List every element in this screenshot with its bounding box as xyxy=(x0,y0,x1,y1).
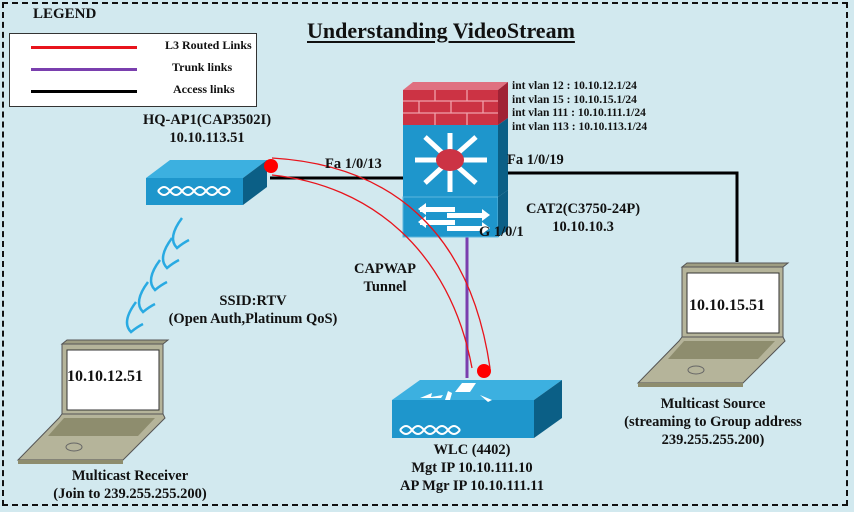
antenna-wave-icon xyxy=(157,186,231,196)
port-label-wlc: G 1/0/1 xyxy=(479,224,524,240)
vlan-interfaces: int vlan 12 : 10.10.12.1/24 int vlan 15 … xyxy=(512,80,647,134)
laptop-screen xyxy=(66,349,160,411)
ssid-details: (Open Auth,Platinum QoS) xyxy=(168,311,338,327)
port-label-source: Fa 1/0/19 xyxy=(507,152,564,168)
tunnel-line1: CAPWAP xyxy=(353,261,417,277)
source-label: Multicast Source (streaming to Group add… xyxy=(588,395,838,449)
legend: L3 Routed Links Trunk links Access links xyxy=(9,33,257,107)
legend-item-access: Access links xyxy=(10,82,256,100)
source-laptop[interactable] xyxy=(636,262,790,387)
laptop-lid-top xyxy=(680,262,790,268)
laptop-screen xyxy=(686,272,780,334)
wlc-name: WLC (4402) xyxy=(433,442,511,458)
firewall-top xyxy=(403,82,508,90)
ap-top xyxy=(146,160,267,178)
laptop-keyboard xyxy=(668,341,775,359)
touchpad-icon xyxy=(65,442,83,452)
tunnel-line2: Tunnel xyxy=(363,279,407,295)
source-name: Multicast Source xyxy=(660,396,766,412)
laptop-lid-top xyxy=(60,339,170,345)
switch-side xyxy=(498,118,508,197)
ssid-name: SSID:RTV xyxy=(219,293,287,309)
legend-item-trunk: Trunk links xyxy=(10,60,256,78)
receiver-name: Multicast Receiver xyxy=(71,468,189,484)
page-title: Understanding VideoStream xyxy=(307,18,575,43)
legend-swatch-trunk xyxy=(31,68,137,71)
receiver-ip: 10.10.12.51 xyxy=(67,368,143,385)
laptop-base-edge xyxy=(638,383,743,387)
wlc-arrows-icon xyxy=(420,383,492,402)
legend-title: LEGEND xyxy=(33,6,97,22)
wlc-label: WLC (4402) Mgt IP 10.10.111.10 AP Mgr IP… xyxy=(382,441,562,495)
touchpad-icon xyxy=(687,365,705,375)
wlc-mgt-ip: Mgt IP 10.10.111.10 xyxy=(411,460,533,476)
receiver-label: Multicast Receiver (Join to 239.255.255.… xyxy=(20,467,240,503)
legend-label: L3 Routed Links xyxy=(165,38,252,52)
wlc-device[interactable] xyxy=(392,380,562,438)
ap-ip: 10.10.113.51 xyxy=(169,130,245,146)
tunnel-label: CAPWAP Tunnel xyxy=(350,260,420,296)
wireless-signal-icon xyxy=(125,217,190,334)
vlan-line: int vlan 12 : 10.10.12.1/24 xyxy=(512,80,637,92)
switch-device[interactable] xyxy=(402,82,508,238)
port-label-ap: Fa 1/0/13 xyxy=(325,156,382,172)
tunnel-endpoint-ap xyxy=(264,159,278,173)
firewall-side xyxy=(498,82,508,125)
legend-swatch-access xyxy=(31,90,137,93)
legend-label: Trunk links xyxy=(172,60,233,74)
router-core-icon xyxy=(436,149,464,171)
switch-label: CAT2(C3750-24P) 10.10.10.3 xyxy=(508,200,658,236)
ap-side xyxy=(243,160,267,205)
tunnel-endpoint-wlc xyxy=(477,364,491,378)
laptop-base-edge xyxy=(18,460,123,464)
wlc-side xyxy=(534,380,562,438)
vlan-line: int vlan 15 : 10.10.15.1/24 xyxy=(512,93,637,106)
source-detail2: 239.255.255.200) xyxy=(661,432,765,448)
switch-ip: 10.10.10.3 xyxy=(552,219,614,235)
wlc-top xyxy=(392,380,562,400)
access-point-device[interactable] xyxy=(146,160,267,205)
switching-arrows-icon xyxy=(418,203,490,234)
source-ip: 10.10.15.51 xyxy=(689,297,765,314)
access-link-source[interactable] xyxy=(505,171,739,262)
wlc-ap-mgr-ip: AP Mgr IP 10.10.111.11 xyxy=(400,478,544,494)
ap-label: HQ-AP1(CAP3502I) 10.10.113.51 xyxy=(142,111,272,147)
legend-item-l3: L3 Routed Links xyxy=(10,38,256,56)
wlc-wave-icon xyxy=(399,425,461,435)
laptop-keyboard xyxy=(48,418,155,436)
diagram-border xyxy=(2,2,848,506)
receiver-detail: (Join to 239.255.255.200) xyxy=(53,486,207,502)
firewall-bricks xyxy=(403,90,498,125)
capwap-tunnel[interactable] xyxy=(271,157,491,369)
wlc-front xyxy=(392,400,534,438)
legend-label: Access links xyxy=(173,82,235,96)
source-detail1: (streaming to Group address xyxy=(624,414,802,430)
vlan-line: int vlan 113 : 10.10.113.1/24 xyxy=(512,120,648,133)
ssid-label: SSID:RTV (Open Auth,Platinum QoS) xyxy=(138,292,368,328)
switch-side-lower xyxy=(498,190,508,237)
switch-name: CAT2(C3750-24P) xyxy=(525,201,641,217)
receiver-laptop[interactable] xyxy=(16,339,170,464)
ap-name: HQ-AP1(CAP3502I) xyxy=(142,112,272,128)
legend-swatch-l3 xyxy=(31,46,137,49)
vlan-line: int vlan 111 : 10.10.111.1/24 xyxy=(512,107,646,119)
